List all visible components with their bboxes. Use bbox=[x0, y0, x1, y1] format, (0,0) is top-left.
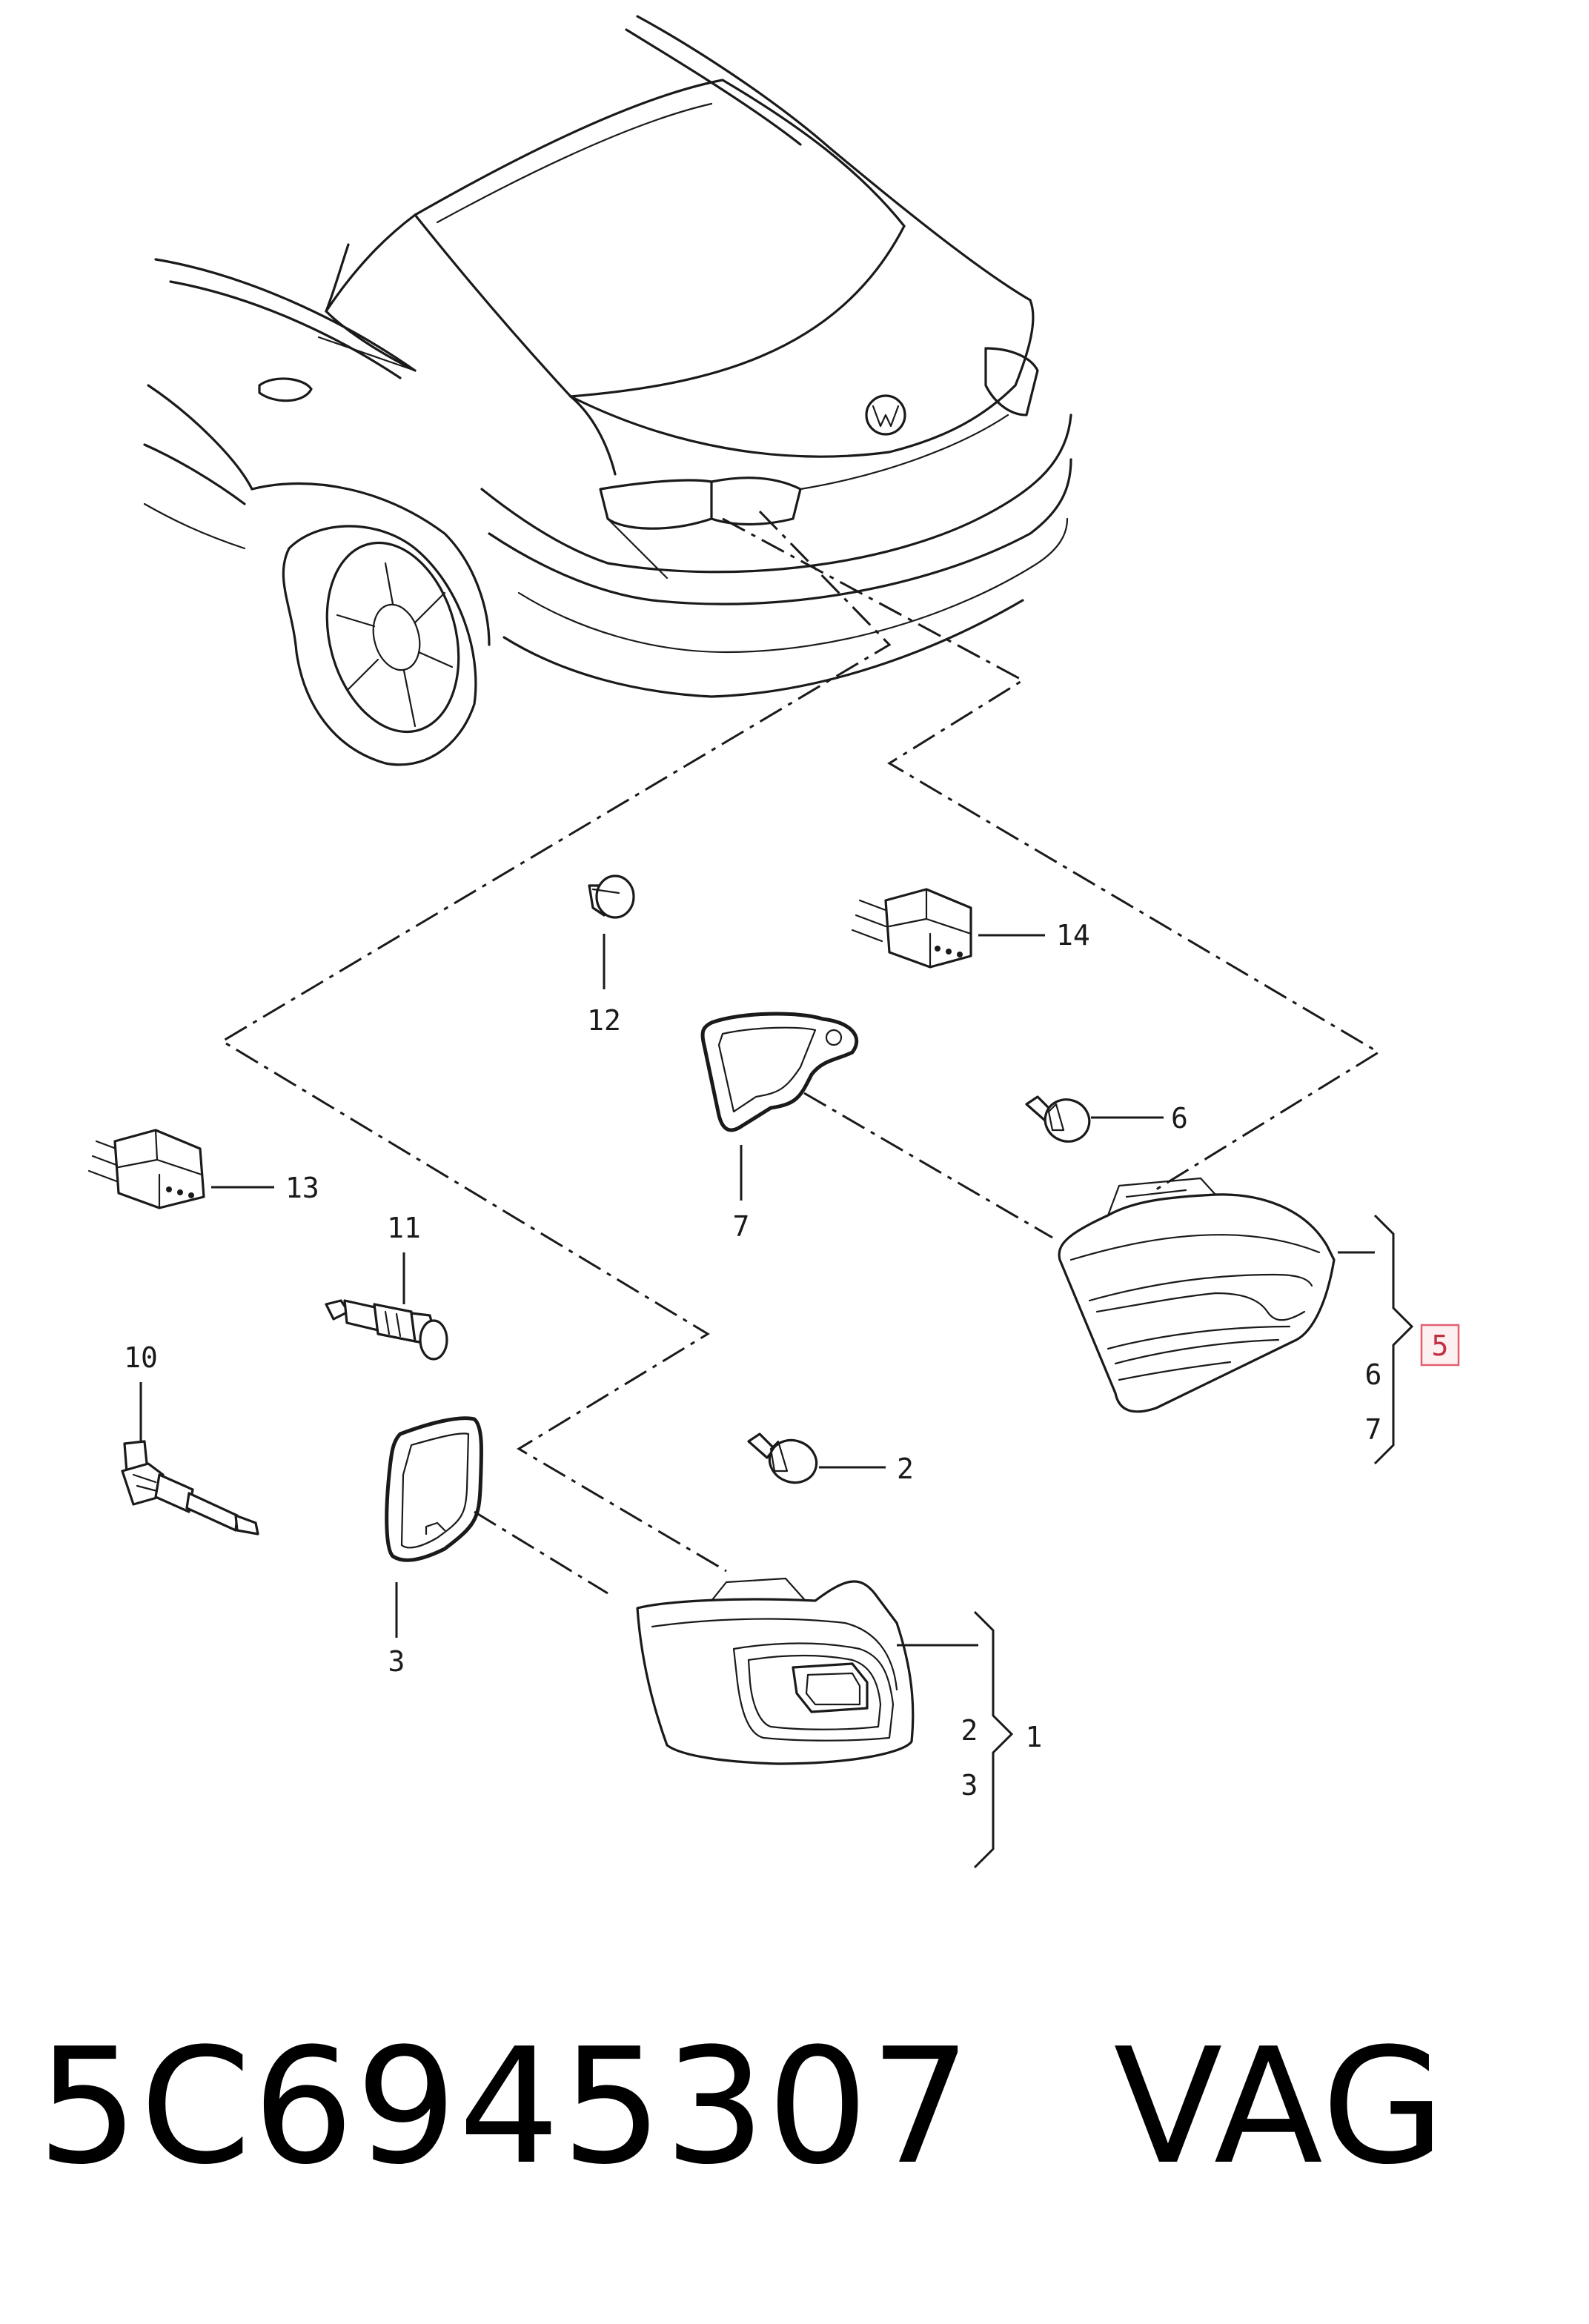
brace-5-item-7: 7 bbox=[1365, 1413, 1382, 1446]
part-5-inner-tail-lamp bbox=[1058, 1177, 1375, 1413]
part-6-bulb bbox=[1025, 1095, 1164, 1143]
callout-10: 10 bbox=[124, 1341, 158, 1374]
callout-7: 7 bbox=[733, 1210, 750, 1243]
part-13-connector bbox=[87, 1129, 274, 1209]
part-number: 5C6945307 bbox=[37, 2013, 973, 2200]
callout-11: 11 bbox=[387, 1212, 421, 1244]
part-14-connector bbox=[851, 888, 1045, 969]
callout-3: 3 bbox=[388, 1645, 405, 1678]
callout-6: 6 bbox=[1171, 1102, 1188, 1135]
part-10-holder bbox=[121, 1382, 259, 1536]
callout-5: 5 bbox=[1432, 1329, 1449, 1362]
callout-14: 14 bbox=[1056, 919, 1090, 952]
callout-12: 12 bbox=[587, 1004, 621, 1037]
callout-2: 2 bbox=[897, 1452, 914, 1485]
group-brace-5 bbox=[1373, 1214, 1414, 1465]
part-3-gasket bbox=[385, 1416, 484, 1638]
car-illustration bbox=[143, 15, 1072, 766]
group-brace-1 bbox=[973, 1610, 1014, 1869]
part-2-bulb bbox=[747, 1432, 886, 1484]
callout-13: 13 bbox=[285, 1172, 319, 1204]
parts-diagram: 12 14 6 13 7 11 10 2 3 5 6 7 1 2 3 bbox=[87, 15, 1460, 1869]
callout-1: 1 bbox=[1026, 1721, 1043, 1753]
brace-5-item-6: 6 bbox=[1365, 1358, 1382, 1391]
part-12-rivet bbox=[588, 874, 635, 989]
manufacturer: VAG bbox=[1113, 2013, 1447, 2200]
brace-1-item-3: 3 bbox=[961, 1769, 978, 1802]
part-1-outer-tail-lamp bbox=[636, 1577, 978, 1765]
part-7-gasket bbox=[700, 1012, 859, 1201]
assembly-leader-lines bbox=[220, 510, 1381, 1595]
part-11-socket bbox=[325, 1252, 448, 1361]
brace-1-item-2: 2 bbox=[961, 1714, 978, 1747]
callout-5-highlight bbox=[1420, 1324, 1460, 1367]
